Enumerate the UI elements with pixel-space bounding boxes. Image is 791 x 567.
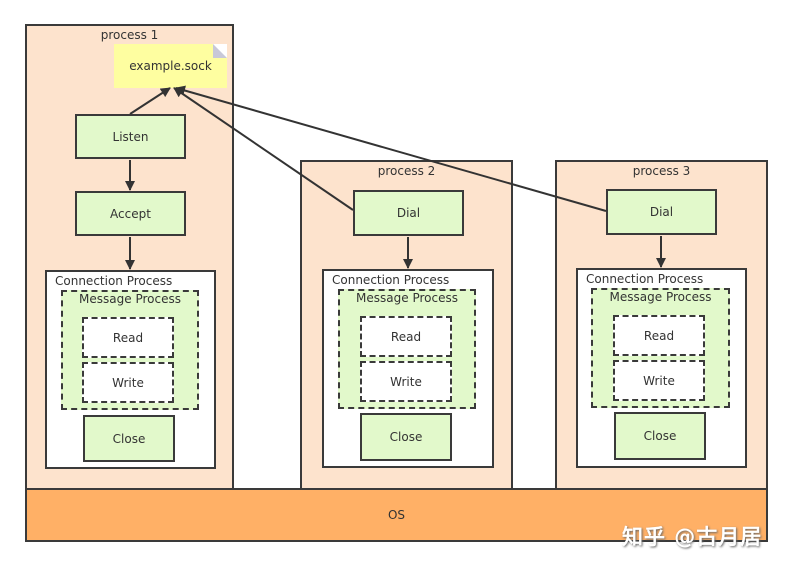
note-fold-icon (213, 44, 227, 58)
listen-label: Listen (112, 129, 149, 144)
connection-process-1-title: Connection Process (55, 274, 173, 288)
os-layer: OS (25, 488, 768, 542)
read-label: Read (390, 329, 422, 344)
edge-dial2-to-sock (173, 87, 354, 211)
write-label: Write (112, 375, 144, 390)
os-label: OS (387, 508, 406, 522)
close-node-2: Close (360, 413, 452, 461)
edge-dial3-to-sock (175, 85, 607, 212)
example-sock-note: example.sock (114, 44, 227, 88)
connection-process-3-title: Connection Process (586, 272, 704, 286)
close-label: Close (389, 430, 423, 444)
read-node-1: Read (82, 317, 174, 358)
listen-node: Listen (75, 114, 186, 159)
dial-label: Dial (649, 205, 674, 219)
read-label: Read (643, 328, 675, 343)
dial-node-2: Dial (353, 190, 464, 236)
edge-listen-to-sock (129, 87, 171, 115)
close-node-1: Close (83, 415, 175, 462)
watermark: 知乎 @古月居 (622, 525, 763, 549)
write-node-1: Write (82, 362, 174, 403)
read-node-2: Read (360, 316, 452, 357)
message-process-3-title: Message Process (609, 290, 712, 304)
accept-node: Accept (75, 191, 186, 236)
message-process-2-title: Message Process (356, 291, 458, 305)
process-3-title: process 3 (632, 164, 691, 178)
write-node-3: Write (613, 360, 705, 401)
connection-process-2-title: Connection Process (332, 273, 450, 287)
read-label: Read (112, 330, 144, 345)
close-node-3: Close (614, 412, 706, 460)
process-1-title: process 1 (100, 28, 159, 42)
process-2-title: process 2 (377, 164, 436, 178)
close-label: Close (112, 431, 146, 446)
accept-label: Accept (110, 206, 151, 221)
note-label: example.sock (129, 59, 212, 73)
message-process-1-title: Message Process (79, 292, 181, 306)
write-node-2: Write (360, 361, 452, 402)
write-label: Write (390, 374, 422, 389)
write-label: Write (643, 373, 675, 388)
read-node-3: Read (613, 315, 705, 356)
close-label: Close (643, 429, 677, 443)
dial-node-3: Dial (606, 189, 717, 235)
dial-label: Dial (396, 206, 421, 220)
